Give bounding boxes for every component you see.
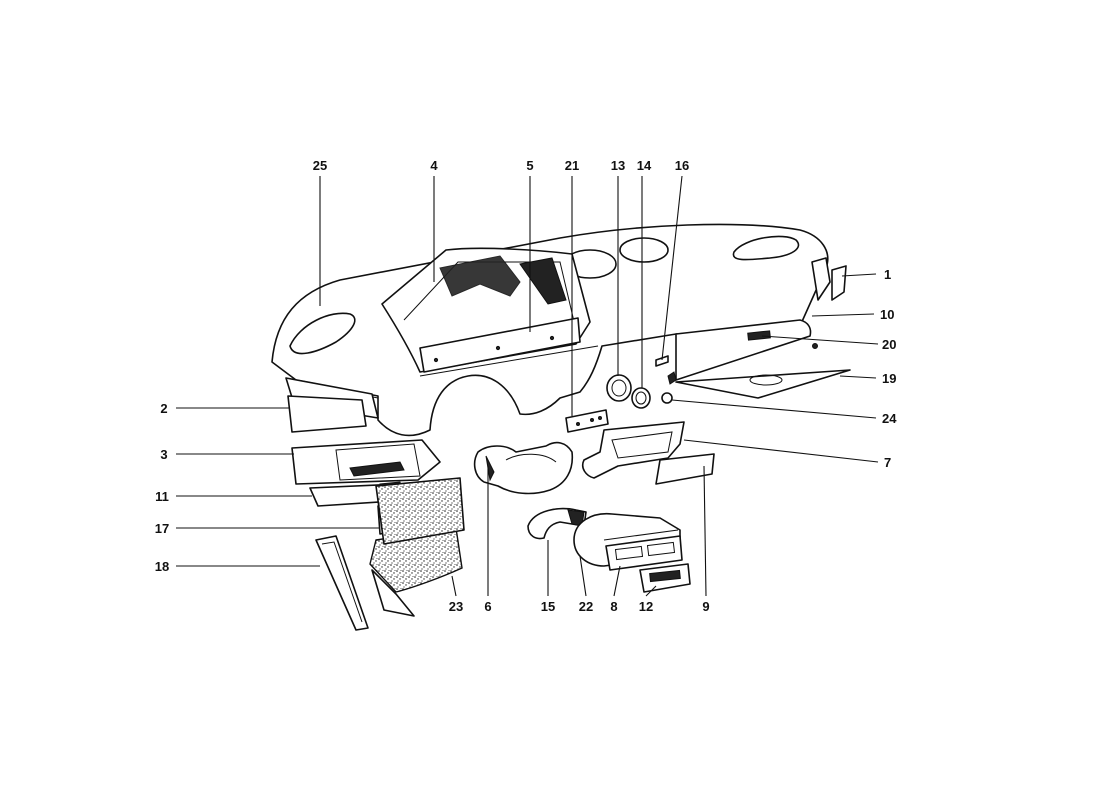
callout-3: 3 xyxy=(160,447,167,462)
clip-16 xyxy=(655,355,677,385)
vent-grille-8 xyxy=(605,535,683,571)
gauge-13 xyxy=(606,374,632,402)
callout-8: 8 xyxy=(610,599,617,614)
callout-22: 22 xyxy=(579,599,593,614)
air-duct-15 xyxy=(527,507,587,540)
side-trim-1 xyxy=(831,265,847,301)
kick-pad-18 xyxy=(315,535,369,631)
callout-23: 23 xyxy=(449,599,463,614)
knob-24 xyxy=(661,392,673,404)
callout-1: 1 xyxy=(884,267,891,282)
glovebox-lid xyxy=(675,319,818,381)
column-shroud-6 xyxy=(473,441,574,495)
callout-15: 15 xyxy=(541,599,555,614)
bracket-21 xyxy=(565,409,609,433)
callout-20: 20 xyxy=(882,337,896,352)
gauge-14 xyxy=(631,387,651,409)
callout-7: 7 xyxy=(884,455,891,470)
callout-19: 19 xyxy=(882,371,896,386)
callout-13: 13 xyxy=(611,158,625,173)
callout-6: 6 xyxy=(484,599,491,614)
switch-module-12 xyxy=(639,563,691,593)
lower-panel-7 xyxy=(581,421,685,479)
glovebox-liner xyxy=(675,369,851,399)
carpet-panel-23 xyxy=(369,477,465,617)
callout-21: 21 xyxy=(565,158,579,173)
callout-labels: 25 4 5 21 13 14 16 1 10 20 19 24 7 9 12 … xyxy=(155,158,897,614)
callout-14: 14 xyxy=(637,158,652,173)
callout-17: 17 xyxy=(155,521,169,536)
callout-11: 11 xyxy=(155,489,169,504)
callout-10: 10 xyxy=(880,307,894,322)
leader-lines xyxy=(176,175,879,597)
cover-plate-9 xyxy=(655,453,715,485)
parts-drawing xyxy=(271,223,851,631)
callout-12: 12 xyxy=(639,599,653,614)
callout-2: 2 xyxy=(160,401,167,416)
callout-18: 18 xyxy=(155,559,169,574)
callout-5: 5 xyxy=(526,158,533,173)
callout-16: 16 xyxy=(675,158,689,173)
callout-24: 24 xyxy=(882,411,897,426)
instrument-panel xyxy=(419,317,581,373)
callout-4: 4 xyxy=(430,158,438,173)
callout-25: 25 xyxy=(313,158,327,173)
callout-9: 9 xyxy=(702,599,709,614)
left-panel-2 xyxy=(287,395,367,433)
left-bin-3 xyxy=(291,439,441,485)
